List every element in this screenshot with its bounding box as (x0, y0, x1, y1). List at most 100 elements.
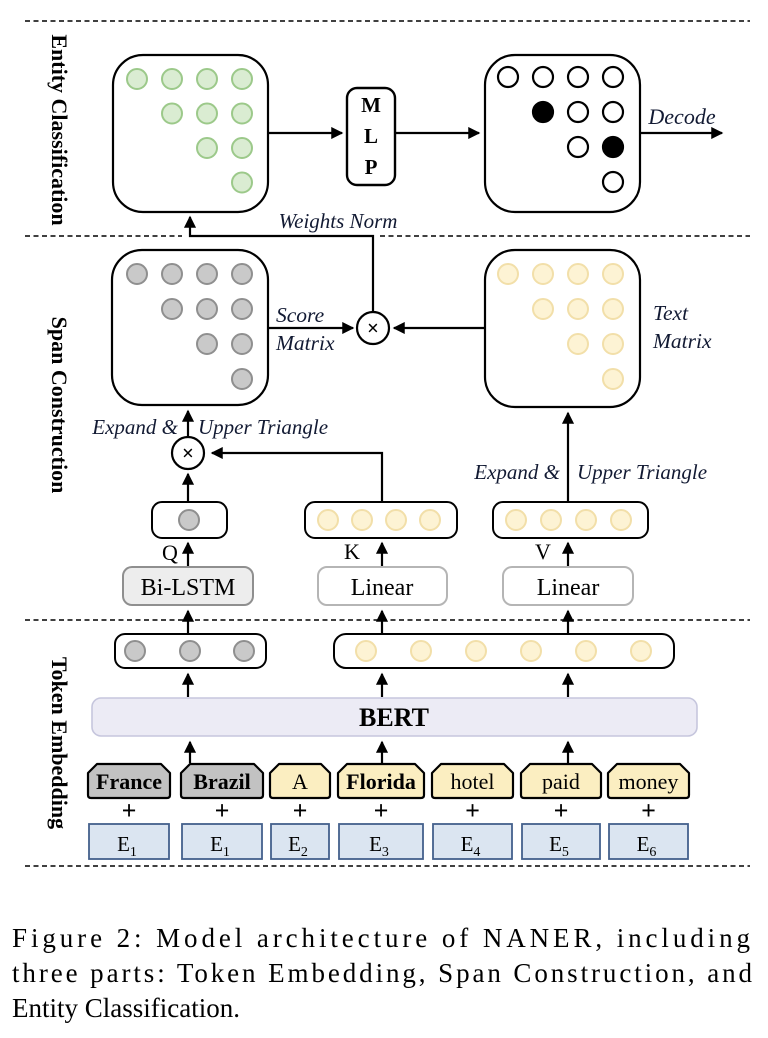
matrix-dot (465, 640, 487, 662)
matrix-dot (231, 68, 253, 90)
plus-sign: + (554, 796, 569, 825)
section-label-token-embedding: Token Embedding (47, 657, 72, 829)
bert-yellow-vector-box (333, 633, 675, 669)
embedding-box (521, 823, 601, 860)
matrix-dot (351, 509, 373, 531)
token-label: Florida (346, 769, 416, 794)
weights-norm-wire (183, 215, 375, 312)
k-label: K (344, 539, 360, 564)
mlp-box (345, 86, 397, 187)
text-matrix-dots (497, 263, 624, 390)
figure-caption: Figure 2: Model architecture of NANER, i… (12, 923, 753, 1023)
token-label: hotel (451, 769, 495, 794)
matrix-dot (505, 509, 527, 531)
token-label: Brazil (193, 769, 250, 794)
matrix-dot (601, 135, 625, 159)
plus-sign: + (215, 796, 230, 825)
matrix-dot (385, 509, 407, 531)
matrix-dot (566, 100, 590, 124)
text-matrix-label-2: Matrix (652, 329, 712, 353)
expand-upper-left-label-2: Upper Triangle (198, 415, 328, 439)
matrix-dot (196, 102, 218, 125)
bert-gray-vector-dots (124, 640, 255, 662)
matrix-dot (531, 65, 555, 89)
matrix-dot (317, 509, 339, 531)
matrix-dot (602, 333, 624, 355)
expand-upper-right-label-1: Expand & (473, 460, 560, 484)
weights-norm-label: Weights Norm (279, 209, 398, 233)
matrix-dot (540, 509, 562, 531)
matrix-dot (124, 640, 146, 662)
matrix-dot (630, 640, 652, 662)
k-vector-dots (317, 509, 441, 531)
linear-v-box (502, 566, 634, 606)
times-circle-lower (170, 435, 206, 471)
span-construction-section: Score Matrix × Text Matrix Expand & Uppe… (91, 248, 712, 606)
token-box-a (268, 762, 332, 800)
token-box-paid (519, 762, 603, 800)
matrix-dot (520, 640, 542, 662)
entity-classification-section: M L P Decode Weights Norm (111, 53, 724, 312)
embedding-box (432, 823, 513, 860)
bert-box (91, 697, 698, 737)
matrix-dot (231, 298, 253, 320)
linear-k-label: Linear (351, 575, 414, 601)
mlp-label: M L P (361, 93, 381, 179)
matrix-dot (419, 509, 441, 531)
section-label-span-construction: Span Construction (47, 317, 72, 494)
score-matrix-dots (126, 263, 253, 390)
bilstm-box (122, 566, 254, 606)
token-row: France+E1Brazil+E1A+E2Florida+E3hotel+E4… (86, 762, 691, 860)
matrix-dot (410, 640, 432, 662)
matrix-dot (567, 298, 589, 320)
matrix-dot (179, 640, 201, 662)
wire-k-to-times (210, 446, 384, 501)
matrix-dot (126, 263, 148, 285)
matrix-dot (233, 640, 255, 662)
v-vector-dots (505, 509, 632, 531)
times-symbol-upper: × (367, 316, 379, 340)
matrix-dot (355, 640, 377, 662)
token-label: A (292, 769, 308, 794)
plus-sign: + (641, 796, 656, 825)
classification-matrix-dots (126, 68, 253, 194)
embedding-box (181, 823, 263, 860)
token-box-florida (336, 762, 426, 800)
caption-line-1: Figure 2: Model architecture of NANER, i… (12, 923, 750, 953)
section-labels: Entity Classification Span Construction … (47, 34, 72, 829)
section-label-entity-classification: Entity Classification (47, 34, 72, 225)
matrix-dot (231, 137, 253, 159)
matrix-dot (496, 65, 520, 89)
matrix-dot (601, 100, 625, 124)
matrix-dot (178, 509, 200, 531)
matrix-dot (196, 298, 218, 320)
q-label: Q (162, 540, 178, 565)
bert-label: BERT (359, 703, 429, 732)
decode-matrix-dots (496, 65, 625, 194)
matrix-dot (575, 509, 597, 531)
embedding-box (608, 823, 689, 860)
matrix-dot (231, 333, 253, 355)
caption-line-2: three parts: Token Embedding, Span Const… (12, 958, 753, 988)
k-vector-box (304, 501, 458, 539)
mlp-letter-l: L (364, 124, 378, 148)
matrix-dot (566, 65, 590, 89)
matrix-dot (161, 102, 183, 125)
token-embedding-section: BERT France+E1Brazil+E1A+E2Florida+E3hot… (86, 609, 698, 860)
matrix-dot (567, 333, 589, 355)
embedding-box (88, 823, 170, 860)
token-label: paid (542, 769, 580, 794)
v-label: V (535, 539, 551, 564)
bilstm-label: Bi-LSTM (141, 575, 236, 601)
matrix-dot (610, 509, 632, 531)
plus-sign: + (374, 796, 389, 825)
matrix-dot (566, 135, 590, 159)
plus-sign: + (122, 796, 137, 825)
matrix-dot (575, 640, 597, 662)
embedding-box (338, 823, 424, 860)
score-matrix-label-2: Matrix (275, 331, 335, 355)
token-box-money (606, 762, 691, 800)
linear-k-box (317, 566, 448, 606)
matrix-dot (161, 68, 183, 90)
